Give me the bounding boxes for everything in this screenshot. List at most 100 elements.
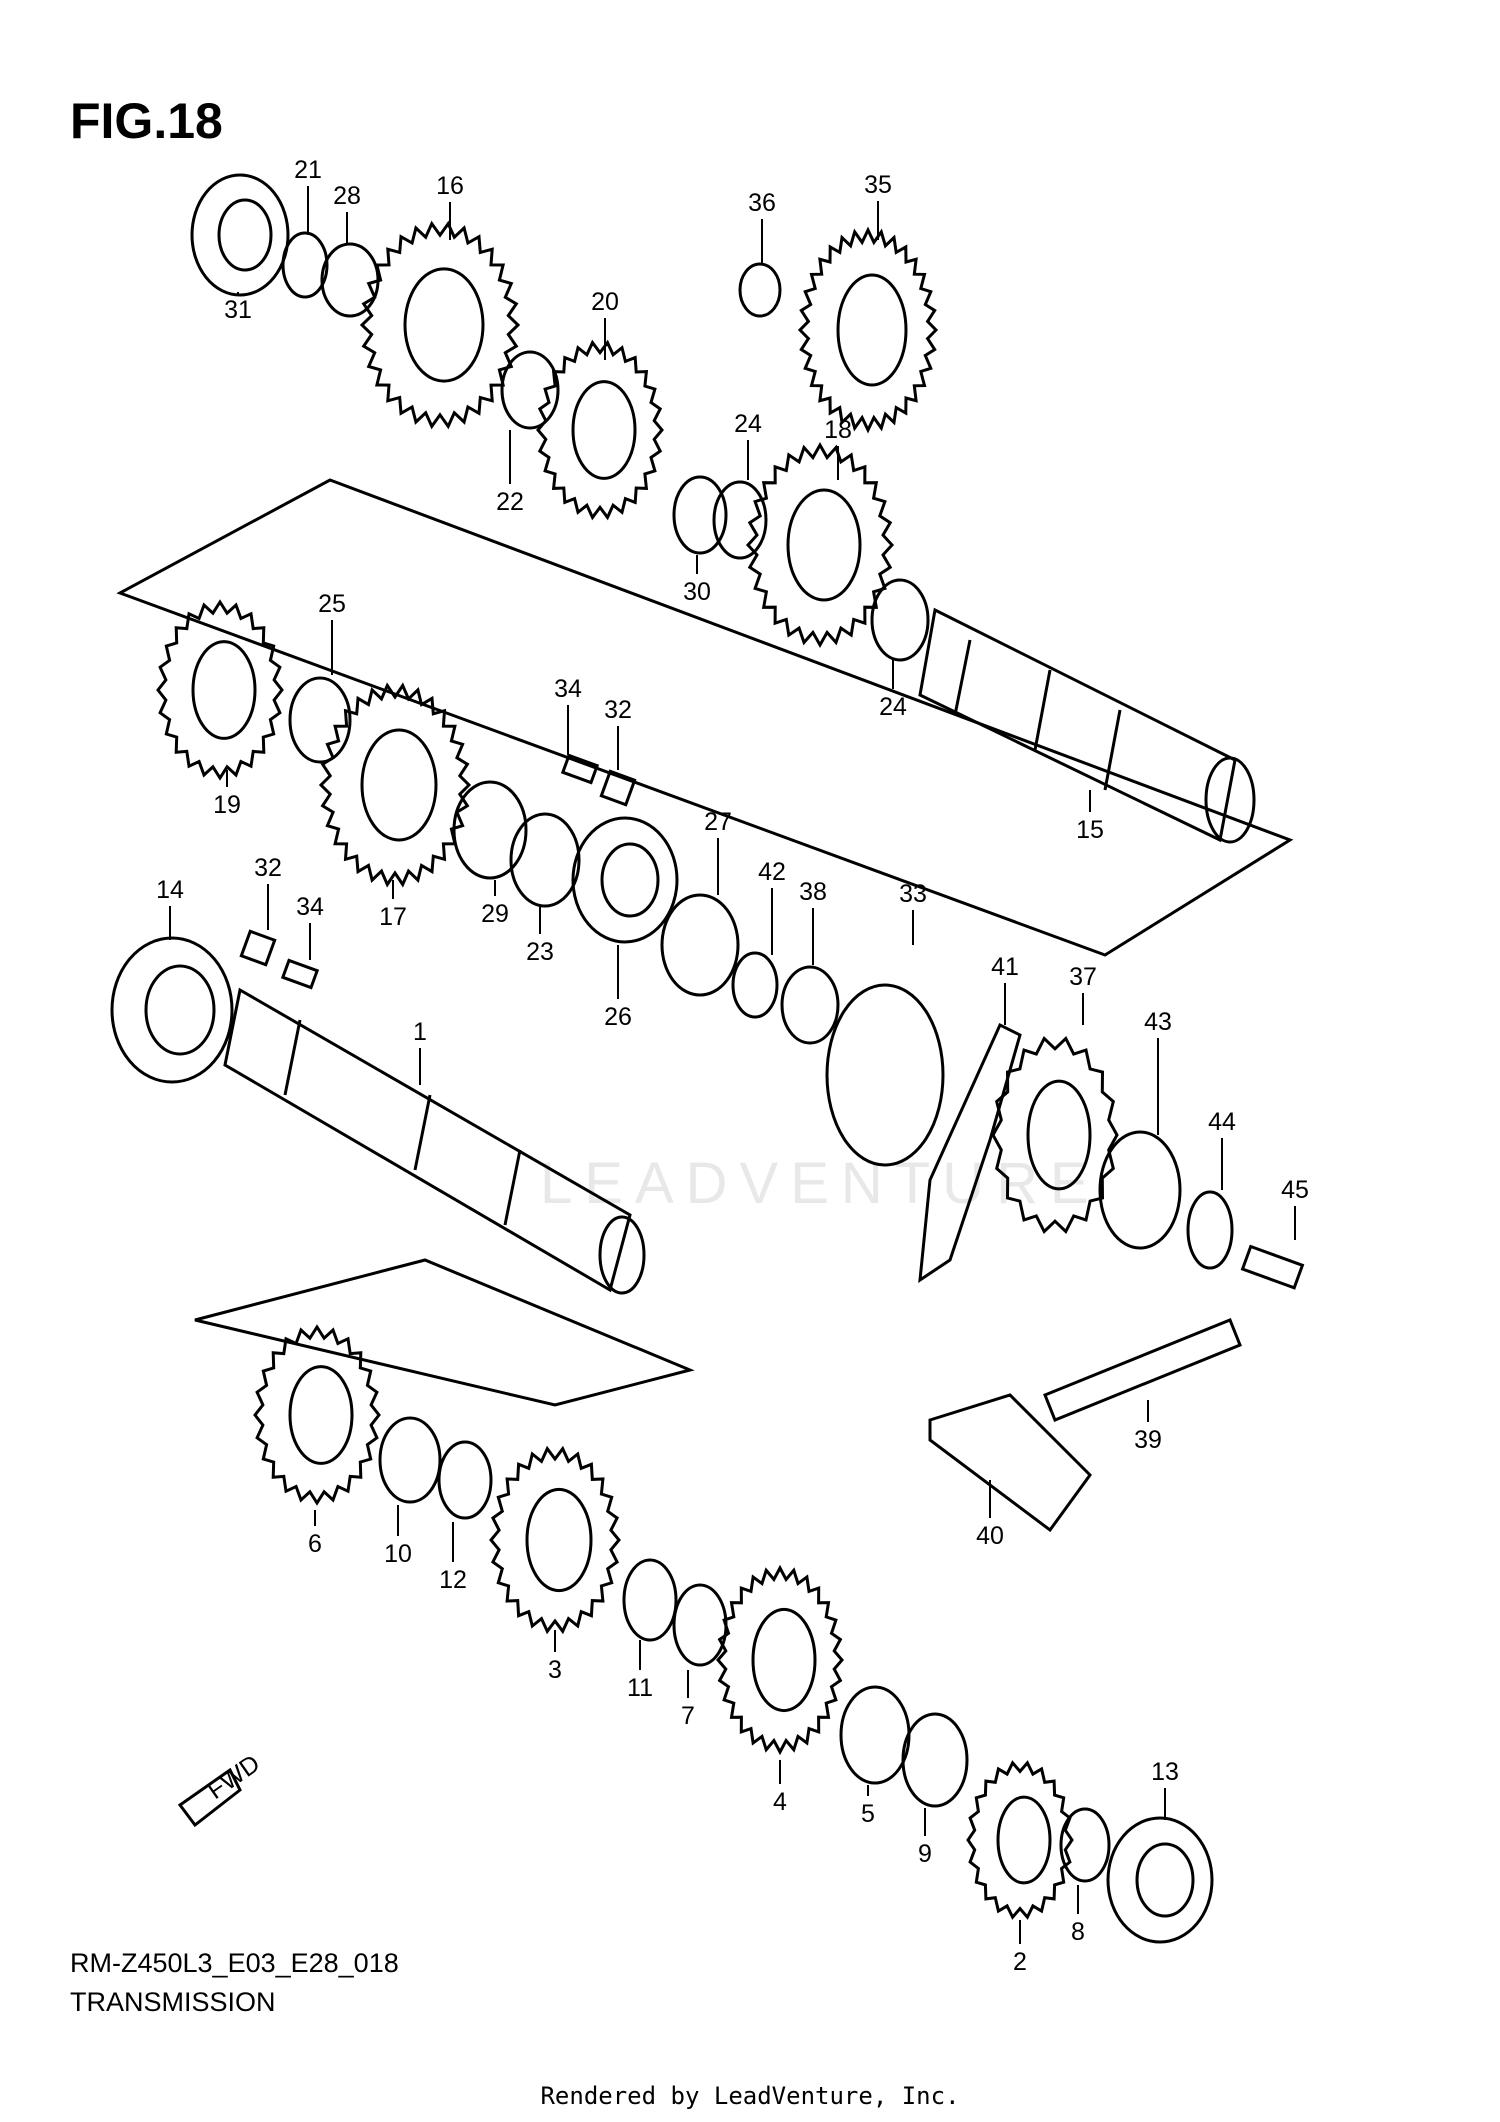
part-label-38[interactable]: 38 — [799, 878, 827, 906]
part-label-15[interactable]: 15 — [1076, 816, 1104, 844]
part-label-32b[interactable]: 32 — [254, 854, 282, 882]
part-37-gear-shape — [991, 1036, 1119, 1234]
part-label-31[interactable]: 31 — [224, 296, 252, 324]
part-label-34[interactable]: 34 — [554, 675, 582, 703]
part-label-7[interactable]: 7 — [681, 1702, 695, 1730]
part-label-35[interactable]: 35 — [864, 171, 892, 199]
part-35-gear-shape — [797, 226, 939, 434]
part-label-32[interactable]: 32 — [604, 696, 632, 724]
part-24b-washer-shape — [870, 578, 930, 662]
part-label-8[interactable]: 8 — [1071, 1918, 1085, 1946]
part-label-25[interactable]: 25 — [318, 590, 346, 618]
part-38-spacer-shape — [780, 965, 840, 1045]
part-label-36[interactable]: 36 — [748, 189, 776, 217]
part-label-2[interactable]: 2 — [1013, 1948, 1027, 1976]
part-34b-screw-shape — [280, 958, 320, 990]
part-label-16[interactable]: 16 — [436, 172, 464, 200]
part-29-bushing-shape — [452, 780, 528, 880]
part-19-gear-shape — [156, 599, 284, 781]
part-label-41[interactable]: 41 — [991, 953, 1019, 981]
part-label-18[interactable]: 18 — [824, 416, 852, 444]
figure-title: FIG.18 — [70, 93, 223, 149]
part-label-1[interactable]: 1 — [413, 1018, 427, 1046]
part-33-retainer-shape — [825, 983, 945, 1167]
part-12-circlip-shape — [437, 1440, 493, 1520]
part-label-40[interactable]: 40 — [976, 1522, 1004, 1550]
part-label-13[interactable]: 13 — [1151, 1758, 1179, 1786]
part-label-45[interactable]: 45 — [1281, 1176, 1309, 1204]
part-5-bearing-shape — [839, 1685, 911, 1785]
part-label-11[interactable]: 11 — [627, 1674, 653, 1702]
part-label-29[interactable]: 29 — [481, 900, 509, 928]
part-3-gear-shape — [489, 1445, 621, 1635]
part-label-20[interactable]: 20 — [591, 288, 619, 316]
part-label-17[interactable]: 17 — [379, 903, 407, 931]
part-label-22[interactable]: 22 — [496, 488, 524, 516]
part-label-44[interactable]: 44 — [1208, 1108, 1236, 1136]
part-36-circlip-shape — [738, 262, 782, 318]
part-9-washer-shape — [901, 1712, 969, 1808]
part-label-34b[interactable]: 34 — [296, 893, 324, 921]
part-43-washer-shape — [1098, 1130, 1182, 1250]
part-label-9[interactable]: 9 — [918, 1840, 932, 1868]
part-42-oring-shape — [731, 951, 779, 1019]
part-11-circlip-shape — [622, 1558, 678, 1642]
part-2-gear-shape — [966, 1760, 1074, 1920]
countershaft-group-frame — [116, 478, 1294, 957]
part-label-24[interactable]: 24 — [734, 410, 762, 438]
part-8-washer-shape — [1059, 1807, 1111, 1883]
part-4-gear-shape — [716, 1564, 844, 1756]
fwd-arrow-shape — [177, 1767, 242, 1828]
part-41-guide-shape — [918, 1022, 1022, 1284]
part-26-bearing-shape — [571, 816, 679, 944]
part-45-bolt-shape — [1240, 1244, 1305, 1290]
part-label-14[interactable]: 14 — [156, 876, 184, 904]
part-14-bearing-shape — [110, 936, 234, 1084]
part-label-27[interactable]: 27 — [704, 808, 732, 836]
part-label-6[interactable]: 6 — [308, 1530, 322, 1558]
driveshaft-group-frame — [194, 1258, 695, 1407]
part-39-chain-shape — [1043, 1318, 1242, 1422]
part-24a-washer-shape — [712, 480, 768, 560]
part-20-gear-shape — [536, 339, 664, 521]
part-7-washer-shape — [672, 1583, 728, 1667]
part-label-39[interactable]: 39 — [1134, 1426, 1162, 1454]
part-44-washer-shape — [1186, 1190, 1234, 1270]
part-label-21[interactable]: 21 — [294, 156, 322, 184]
credit-line: Rendered by LeadVenture, Inc. — [540, 2082, 960, 2110]
part-25-washer-shape — [288, 676, 352, 764]
part-label-24b[interactable]: 24 — [879, 693, 907, 721]
part-label-42[interactable]: 42 — [758, 858, 786, 886]
part-label-10[interactable]: 10 — [384, 1540, 412, 1568]
part-21-washer-shape — [281, 231, 329, 299]
part-label-5[interactable]: 5 — [861, 1800, 875, 1828]
part-label-43[interactable]: 43 — [1144, 1008, 1172, 1036]
part-32a-retainer-shape — [599, 769, 637, 807]
part-label-33[interactable]: 33 — [899, 880, 927, 908]
part-17-gear-shape — [318, 682, 472, 888]
part-label-28[interactable]: 28 — [333, 182, 361, 210]
part-label-30[interactable]: 30 — [683, 578, 711, 606]
part-30-circlip-shape — [672, 475, 728, 555]
part-16-gear-shape — [359, 220, 521, 430]
part-18-gear-shape — [745, 441, 895, 649]
part-27-seal-shape — [660, 893, 740, 997]
section-name: TRANSMISSION — [70, 1987, 276, 2017]
part-label-26[interactable]: 26 — [604, 1003, 632, 1031]
part-31-bearing-shape — [190, 173, 290, 297]
part-label-19[interactable]: 19 — [213, 791, 241, 819]
part-10-washer-shape — [378, 1416, 442, 1504]
part-label-23[interactable]: 23 — [526, 938, 554, 966]
part-label-12[interactable]: 12 — [439, 1566, 467, 1594]
part-label-37[interactable]: 37 — [1069, 963, 1097, 991]
part-15-shaft-body — [918, 607, 1256, 844]
part-label-4[interactable]: 4 — [773, 1788, 787, 1816]
part-label-3[interactable]: 3 — [548, 1656, 562, 1684]
part-13-bearing-shape — [1106, 1816, 1214, 1944]
part-6-gear-shape — [253, 1324, 381, 1506]
chain-joint-frame — [928, 1393, 1092, 1533]
part-1-shaft-body — [223, 987, 646, 1295]
part-23-washer-shape — [509, 812, 581, 908]
